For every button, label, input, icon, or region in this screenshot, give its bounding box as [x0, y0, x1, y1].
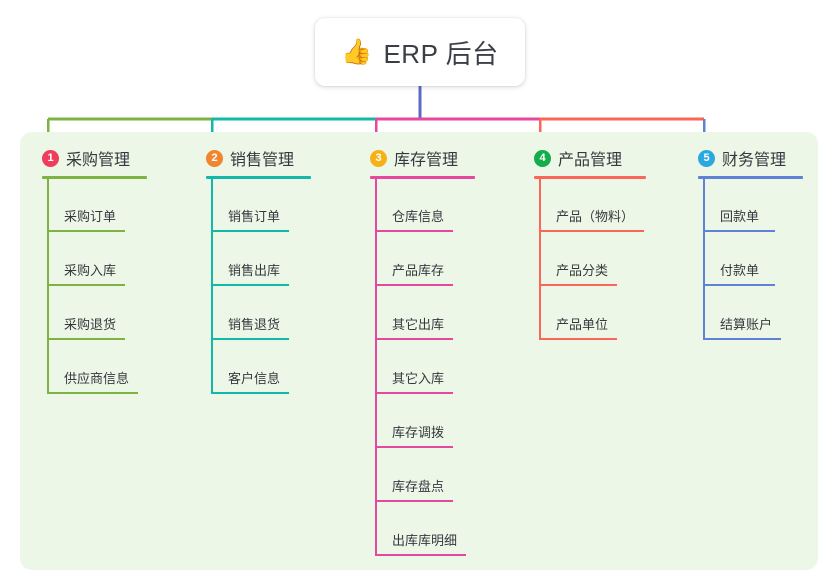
module-item-label: 销售退货	[228, 317, 281, 332]
column-header-rule	[42, 176, 147, 179]
module-item-label: 客户信息	[228, 371, 281, 386]
module-item-rule	[703, 338, 781, 340]
module-item-rule	[375, 446, 453, 448]
module-item-label: 产品库存	[392, 263, 445, 278]
module-item-rule	[539, 230, 644, 232]
module-item-label: 回款单	[720, 209, 760, 224]
module-item-label: 其它出库	[392, 317, 445, 332]
column-header-1[interactable]: 1 采购管理	[42, 146, 130, 170]
module-item-rule	[703, 230, 775, 232]
module-item-rule	[375, 230, 453, 232]
column-header-rule	[206, 176, 311, 179]
module-item-rule	[375, 500, 453, 502]
root-title-inner: 👍 ERP 后台	[341, 34, 498, 71]
module-item-rule	[47, 230, 125, 232]
column-header-4[interactable]: 4 产品管理	[534, 146, 622, 170]
column-number-badge: 4	[534, 149, 551, 167]
module-item-rule	[211, 338, 289, 340]
column-number-badge: 5	[698, 149, 715, 167]
module-item-label: 出库库明细	[392, 533, 458, 548]
module-item-label: 产品单位	[556, 317, 609, 332]
root-title-card[interactable]: 👍 ERP 后台	[315, 18, 525, 86]
module-item-label: 采购入库	[64, 263, 117, 278]
column-number-badge: 3	[370, 149, 387, 167]
column-number-badge: 1	[42, 149, 59, 167]
module-item-label: 产品分类	[556, 263, 609, 278]
module-item-rule	[47, 392, 138, 394]
module-item-label: 结算账户	[720, 317, 773, 332]
column-title: 销售管理	[230, 152, 295, 169]
column-header-rule	[370, 176, 475, 179]
module-item-rule	[375, 392, 453, 394]
module-item-label: 供应商信息	[64, 371, 130, 386]
column-title: 财务管理	[722, 152, 787, 169]
module-item-rule	[211, 392, 289, 394]
column-title: 采购管理	[66, 152, 131, 169]
module-item-rule	[211, 230, 289, 232]
module-item-rule	[211, 284, 289, 286]
module-item-label: 采购订单	[64, 209, 117, 224]
module-item-label: 产品（物料）	[556, 209, 635, 224]
column-title: 库存管理	[394, 152, 459, 169]
module-item-rule	[47, 338, 125, 340]
module-item-label: 销售订单	[228, 209, 281, 224]
root-title-text: ERP 后台	[383, 38, 499, 69]
module-item-label: 其它入库	[392, 371, 445, 386]
column-header-3[interactable]: 3 库存管理	[370, 146, 458, 170]
column-header-rule	[698, 176, 803, 179]
column-header-5[interactable]: 5 财务管理	[698, 146, 786, 170]
module-item-label: 销售出库	[228, 263, 281, 278]
module-item-label: 库存盘点	[392, 479, 445, 494]
thumbs-up-icon: 👍	[341, 37, 373, 66]
module-item-rule	[539, 284, 617, 286]
module-item-label: 库存调拨	[392, 425, 445, 440]
module-item-rule	[703, 284, 775, 286]
modules-panel	[20, 132, 818, 570]
module-item-rule	[375, 284, 453, 286]
column-spine	[703, 179, 705, 338]
module-item-label: 仓库信息	[392, 209, 445, 224]
column-header-2[interactable]: 2 销售管理	[206, 146, 294, 170]
module-item-rule	[47, 284, 125, 286]
column-spine	[375, 179, 377, 555]
module-item-label: 付款单	[720, 263, 760, 278]
column-spine	[539, 179, 541, 338]
column-title: 产品管理	[558, 152, 623, 169]
module-item-rule	[375, 554, 466, 556]
column-number-badge: 2	[206, 149, 223, 167]
module-item-rule	[375, 338, 453, 340]
module-item-label: 采购退货	[64, 317, 117, 332]
column-header-rule	[534, 176, 646, 179]
module-item-rule	[539, 338, 617, 340]
